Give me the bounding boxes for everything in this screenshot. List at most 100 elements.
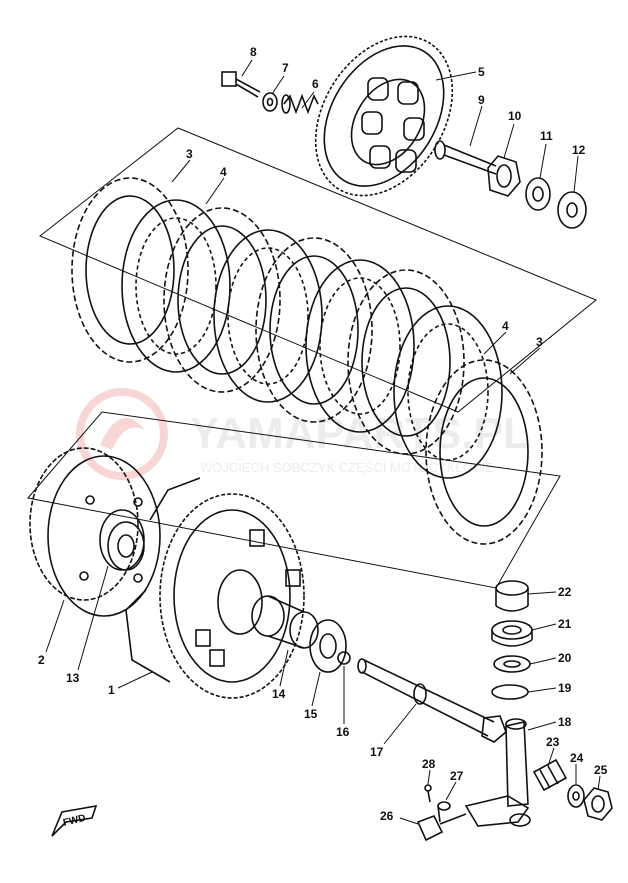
callout-labels: 1 2 3 3 4 4 5 6 7 8 9 10 11 12 13 14 15 … (38, 45, 608, 823)
callout-22: 22 (558, 585, 572, 599)
leader-9 (469, 105, 483, 147)
callout-27: 27 (450, 769, 464, 783)
friction-plate (347, 269, 465, 455)
callout-1: 1 (108, 683, 115, 697)
friction-plate (71, 177, 189, 363)
leader-7 (271, 75, 285, 95)
callout-13: 13 (66, 671, 80, 685)
hub-frame (27, 411, 561, 589)
leader-2 (45, 599, 65, 653)
callout-11: 11 (540, 129, 553, 143)
plain-plate (213, 229, 323, 403)
bearing (491, 620, 533, 647)
callout-20: 20 (558, 651, 572, 665)
leader-4a (205, 177, 225, 205)
plain-plate (121, 199, 231, 373)
callout-4a: 4 (220, 165, 227, 179)
leader-22 (527, 591, 557, 595)
bolt (221, 71, 261, 98)
plates-frame (39, 127, 597, 413)
leader-23 (547, 747, 555, 767)
clutch-plate-stack (71, 177, 543, 545)
leader-15 (311, 671, 321, 707)
plain-plate (305, 259, 415, 433)
callout-19: 19 (558, 681, 572, 695)
washer-small (262, 92, 278, 112)
cable-end (416, 813, 467, 842)
leader-12 (573, 155, 579, 193)
callout-15: 15 (304, 707, 318, 721)
callout-7: 7 (282, 61, 289, 75)
fwd-label: FWD (62, 813, 87, 829)
callout-4b: 4 (502, 319, 509, 333)
thrust-washer (107, 521, 145, 571)
pivot-pin (437, 801, 451, 823)
callout-21: 21 (558, 617, 572, 631)
ball (337, 651, 351, 665)
leader-14 (279, 649, 289, 687)
leader-4b (483, 331, 507, 355)
circlip (491, 684, 529, 700)
callout-5: 5 (478, 65, 485, 79)
callout-17: 17 (370, 745, 384, 759)
friction-plate (425, 359, 543, 545)
callout-8: 8 (250, 45, 257, 59)
pressure-plate (314, 35, 454, 197)
leader-5 (435, 71, 477, 81)
small-screw (424, 784, 432, 803)
leader-11 (539, 143, 547, 179)
clutch-housing (125, 477, 305, 699)
plain-plate (393, 305, 503, 479)
push-lever-shaft (464, 718, 531, 827)
callout-18: 18 (558, 715, 572, 729)
push-rod-short (434, 140, 497, 175)
leader-6 (301, 91, 315, 109)
leader-25 (597, 775, 601, 791)
leader-8 (241, 59, 253, 77)
watermark: YAMAPARTS.PL WOJCIECH SOBCZYK CZĘŚCI MOT… (76, 388, 530, 480)
bushing (495, 580, 529, 612)
callout-6: 6 (312, 77, 319, 91)
fwd-arrow: FWD (51, 804, 98, 837)
fwd-arrow-icon (51, 804, 98, 837)
watermark-logo-mark (100, 418, 145, 450)
callout-28: 28 (422, 757, 436, 771)
leader-21 (531, 623, 557, 631)
plain-washer (557, 191, 587, 229)
callout-16: 16 (336, 725, 350, 739)
friction-plate (163, 207, 281, 393)
push-rod-long (357, 658, 507, 743)
leader-20 (529, 657, 557, 665)
leader-13 (77, 565, 109, 671)
callout-10: 10 (508, 109, 522, 123)
lock-washer (525, 177, 551, 211)
adjusting-screw (532, 758, 568, 792)
callout-9: 9 (478, 93, 485, 107)
callout-2: 2 (38, 653, 45, 667)
leader-3a (171, 159, 191, 183)
watermark-logo (76, 388, 168, 480)
callout-25: 25 (594, 763, 608, 777)
callout-12: 12 (572, 143, 586, 157)
leader-18 (527, 721, 557, 731)
leader-17 (383, 703, 417, 745)
callout-14: 14 (272, 687, 286, 701)
adjusting-washer (567, 784, 585, 808)
spacer-washer (309, 619, 347, 673)
clutch-spring (281, 93, 319, 115)
watermark-owner: WOJCIECH SOBCZYK CZĘŚCI MOTOCYKLOWE (200, 460, 494, 475)
leader-lines (45, 59, 601, 825)
leader-26 (399, 817, 419, 825)
callout-3a: 3 (186, 147, 193, 161)
callout-24: 24 (570, 751, 584, 765)
leader-28 (427, 769, 431, 785)
friction-plate (255, 237, 373, 423)
adjusting-nut (583, 787, 613, 821)
leader-10 (503, 123, 515, 159)
leader-19 (527, 687, 557, 693)
lock-nut (487, 155, 521, 197)
oil-seal (493, 655, 531, 673)
leader-3b (509, 347, 541, 375)
callout-23: 23 (546, 735, 560, 749)
